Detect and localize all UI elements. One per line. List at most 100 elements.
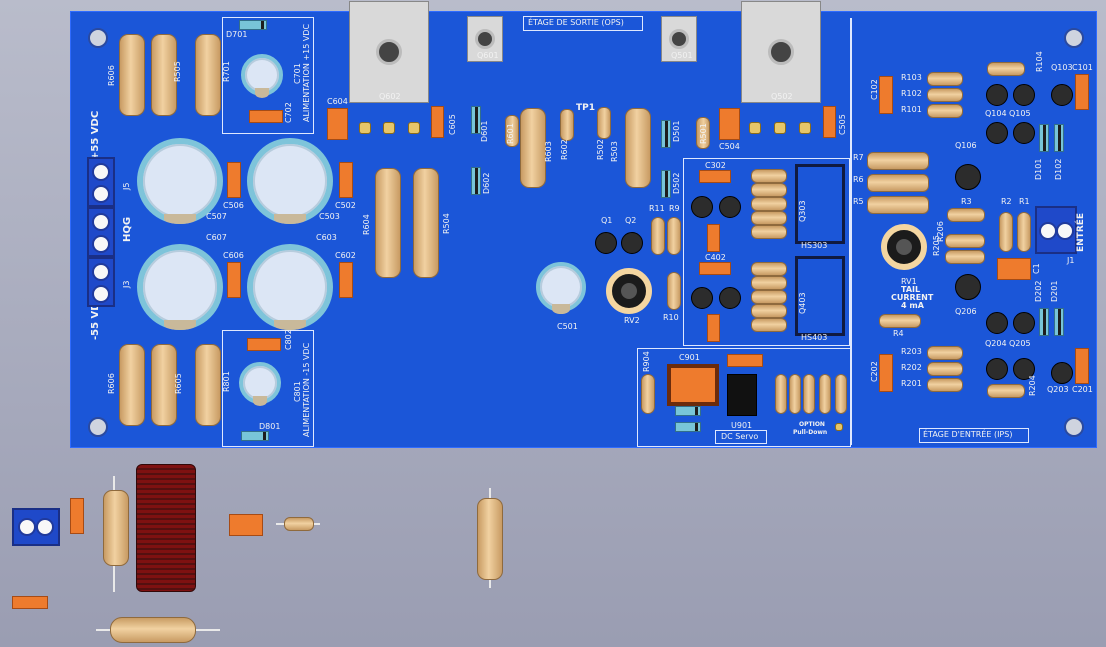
capacitor-c507 [137,138,223,224]
terminal-j3[interactable] [87,257,115,307]
terminal-screw [1056,222,1074,240]
capacitor-c901 [667,364,719,406]
label-q206: Q206 [955,307,977,316]
label-c606: C606 [223,251,244,260]
label-tail: TAIL [901,285,921,294]
label-r203: R203 [901,347,922,356]
label-d502: D502 [672,172,681,194]
label-r801: R801 [222,371,231,392]
label-r101: R101 [901,105,922,114]
driver-area-box [683,158,850,346]
diode-d201 [1054,308,1064,336]
resistor-r104 [987,62,1025,76]
label-hqg: HQG [122,216,133,242]
resistor-r606-top [119,34,145,116]
label-c502: C502 [335,201,356,210]
label-c501: C501 [557,322,578,331]
label-c801: C801 [293,381,302,402]
resistor-r5 [867,196,929,214]
label-hs403: HS403 [801,333,828,342]
loose-resistor-vertical [103,490,129,566]
resistor-r505 [151,34,177,116]
capacitor-c201 [1075,348,1089,384]
label-c603: C603 [316,233,337,242]
loose-inductor-coil [136,464,196,592]
label-r602: R602 [560,139,569,160]
transistor-q501 [661,16,697,62]
label-d202: D202 [1034,280,1043,302]
transistor-q106 [955,164,981,190]
terminal-j5[interactable] [87,157,115,207]
terminal-j4[interactable] [87,207,115,257]
label-c402: C402 [705,253,726,262]
label-d101: D101 [1034,158,1043,180]
capacitor-c902 [727,354,763,367]
transistor-q602-to220 [349,1,429,103]
capacitor-c505 [823,106,836,138]
label-r601: R601 [506,123,515,144]
label-q303: Q303 [798,200,807,222]
transistor-q201 [986,358,1008,380]
pad-q502-s [774,122,786,134]
label-c604: C604 [327,97,348,106]
capacitor-c504 [719,108,740,140]
capacitor-c302 [699,170,731,183]
input-stage-divider [850,18,852,445]
transistor-q502-to220 [741,1,821,103]
label-r1: R1 [1019,197,1030,206]
diode-d602 [471,167,481,195]
trimmer-rv1-tail-current[interactable] [881,224,927,270]
resistor-r906 [835,374,847,414]
pad-q502-g [749,122,761,134]
capacitor-c202 [879,354,893,392]
resistor-r604 [375,168,401,278]
resistor-r403 [751,290,787,304]
capacitor-c603 [247,244,333,330]
label-q501: Q501 [671,51,693,60]
terminal-screw [36,518,54,536]
label-r204: R204 [1028,375,1037,396]
terminal-j1-input[interactable] [1035,206,1077,254]
transistor-q302 [719,196,741,218]
label-q602: Q602 [379,92,401,101]
resistor-r301 [751,225,787,239]
resistor-r204 [987,384,1025,398]
transistor-q205 [1013,312,1035,334]
resistor-r4 [879,314,921,328]
diode-d101 [1039,124,1049,152]
label-c302: C302 [705,161,726,170]
label-c507: C507 [206,212,227,221]
resistor-r902 [789,374,801,414]
transistor-q301 [691,196,713,218]
capacitor-c502 [339,162,353,198]
resistor-r201 [927,378,963,392]
label-q204: Q204 [985,339,1007,348]
mounting-hole-bottom-left [88,417,108,437]
mounting-hole-bottom-right [1064,417,1084,437]
loose-resistor-small [284,517,314,531]
resistor-r405 [751,262,787,276]
terminal-screw [92,213,110,231]
label-current: CURRENT [891,293,934,302]
resistor-r1 [1017,212,1031,252]
diode-d902 [675,406,701,416]
loose-terminal-block [12,508,60,546]
terminal-screw [92,263,110,281]
label-q601: Q601 [477,51,499,60]
resistor-r504 [413,168,439,278]
trimmer-rv2[interactable] [606,268,652,314]
jumper-jp2[interactable] [835,423,843,431]
resistor-r701 [195,34,221,116]
diode-d202 [1039,308,1049,336]
label-r606-top: R606 [107,65,116,86]
label-r201: R201 [901,379,922,388]
diode-d601 [471,106,481,134]
capacitor-c602 [339,262,353,298]
label-q103: Q103 [1051,63,1073,72]
label-r6: R6 [853,175,864,184]
label-c202: C202 [870,361,879,382]
label-r202: R202 [901,363,922,372]
transistor-q1 [595,232,617,254]
resistor-r202 [927,362,963,376]
label-r603: R603 [544,141,553,162]
